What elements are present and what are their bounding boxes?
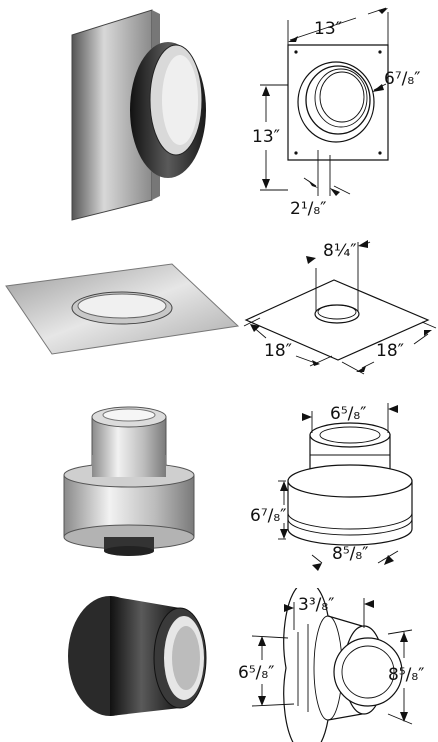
flat-flashing-plate-photo (5, 263, 240, 355)
ceiling-support-plate-photo (71, 9, 206, 221)
wall-thimble-dimension-drawing: 3³/₈″ 6⁵/₈″ 8⁵/₈″ (238, 588, 425, 742)
dim-bottom-label: 2¹/₈″ (290, 199, 327, 219)
dim-top-label: 6⁵/₈″ (330, 404, 367, 424)
dim-top-label: 3³/₈″ (298, 595, 335, 615)
dim-left-label: 6⁷/₈″ (250, 506, 287, 526)
product-row-3: 6⁵/₈″ 6⁷/₈″ 8⁵/₈″ (0, 395, 438, 580)
plate-screw-holes (294, 50, 382, 155)
stainless-adapter-photo (63, 406, 195, 556)
dim-ring-label: 6⁷/₈″ (384, 69, 421, 89)
adapter-dimension-drawing: 6⁵/₈″ 6⁷/₈″ 8⁵/₈″ (250, 403, 413, 571)
dim-bottom-label: 8⁵/₈″ (332, 544, 369, 564)
dim-top-label: 8¼″ (323, 241, 357, 261)
dim-right-label: 18″ (376, 341, 404, 361)
dim-left-label: 13″ (252, 127, 280, 147)
dim-left-label: 18″ (264, 341, 292, 361)
support-plate-dimension-drawing: 13″ 13″ 6⁷/₈″ 2¹/₈″ (252, 7, 421, 219)
product-row-4: 3³/₈″ 6⁵/₈″ 8⁵/₈″ (0, 588, 438, 742)
flat-flashing-dimension-drawing: 8¼″ 18″ 18″ (243, 240, 437, 375)
dim-right-label: 8⁵/₈″ (388, 665, 425, 685)
black-wall-thimble-photo (68, 596, 207, 716)
dim-top-label: 13″ (314, 19, 342, 39)
product-row-1: 13″ 13″ 6⁷/₈″ 2¹/₈″ (0, 0, 438, 225)
dim-left-label: 6⁵/₈″ (238, 663, 275, 683)
product-row-2: 8¼″ 18″ 18″ (0, 228, 438, 378)
